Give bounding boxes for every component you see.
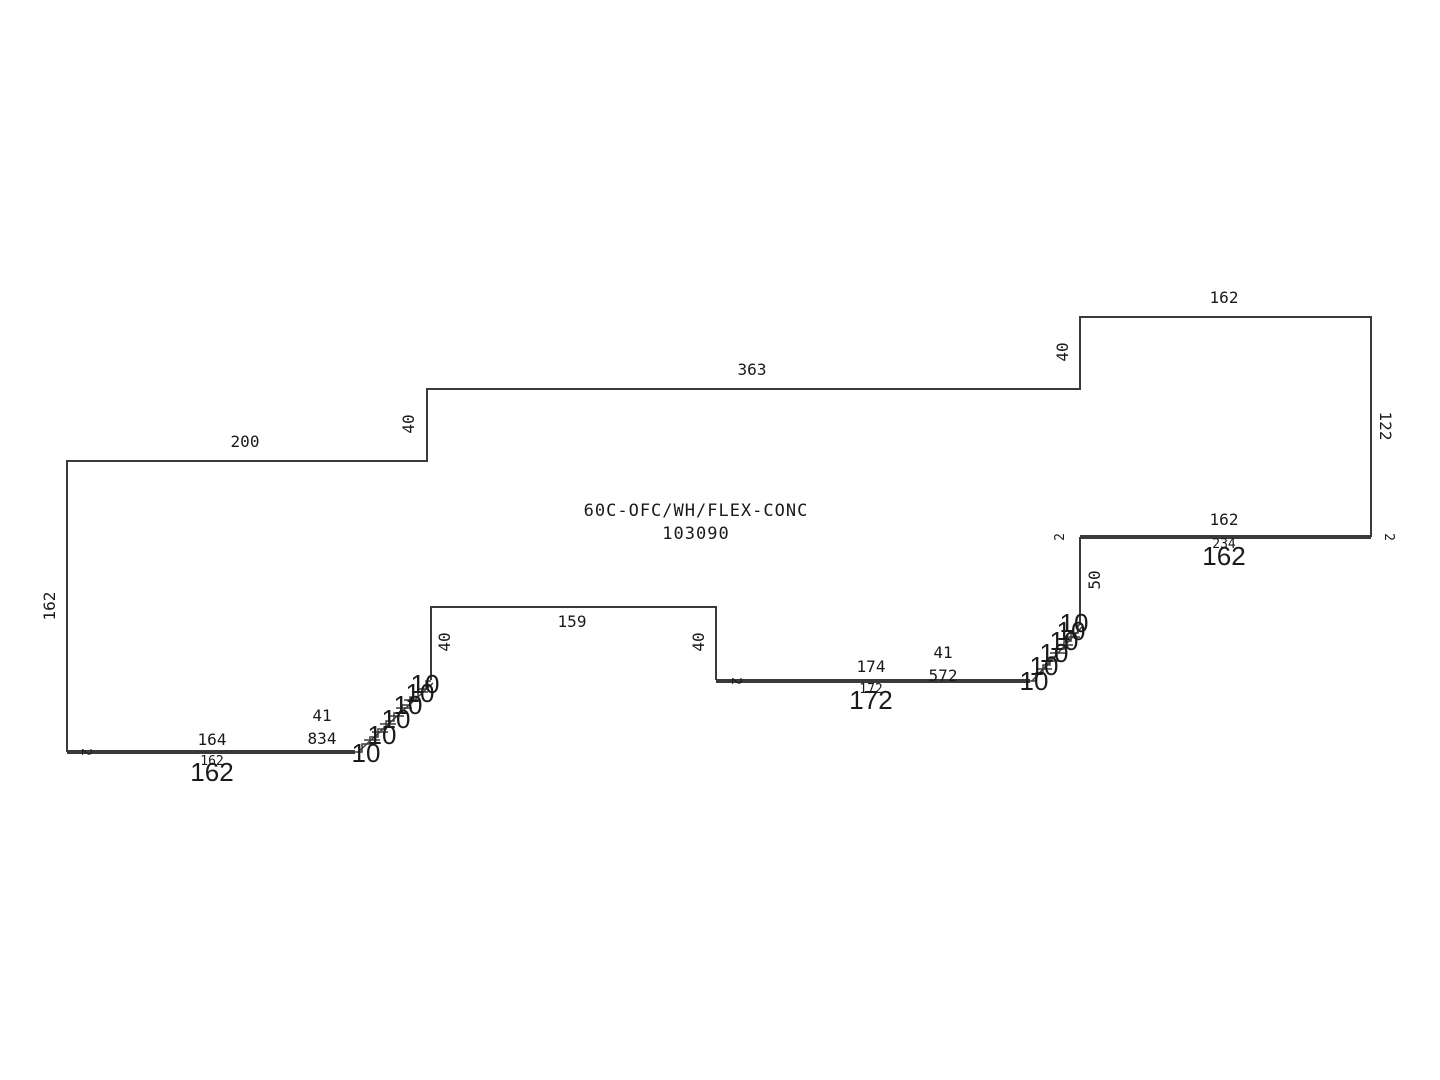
building-outline xyxy=(66,316,1372,752)
dim-stair-label: 10 xyxy=(406,678,435,708)
dim-top-left: 200 xyxy=(231,432,260,451)
dim-left-bottom-overlap: 162 xyxy=(200,754,223,769)
dim-top-middle: 363 xyxy=(738,360,767,379)
dim-top-right: 162 xyxy=(1210,288,1239,307)
dim-mid-bottom-overlap: 172 xyxy=(859,682,882,697)
dim-stair-label: 10 xyxy=(1060,608,1089,638)
dim-step-right: 40 xyxy=(1053,342,1072,361)
dim-notch-left: 40 xyxy=(435,632,454,651)
dim-left-side-length: 834 xyxy=(308,729,337,748)
dim-mid-side-length: 572 xyxy=(929,666,958,685)
left-staircase xyxy=(355,680,434,753)
dim-stair-label: 10 xyxy=(1020,666,1049,696)
dim-right-wall: 122 xyxy=(1376,412,1395,441)
dim-right-tick-left: 2 xyxy=(1053,533,1068,541)
dim-right-ledge-overlap: 234 xyxy=(1212,537,1236,552)
area-size-label: 103090 xyxy=(662,524,729,544)
dim-mid-tick: 2 xyxy=(728,677,743,685)
right-staircase xyxy=(1030,624,1083,682)
dim-mid-side: 41 xyxy=(933,643,952,662)
notch-outline xyxy=(430,606,717,680)
dim-mid-bottom-big: 172 xyxy=(849,685,892,715)
dim-left-wall: 162 xyxy=(40,592,59,621)
area-code-label: 60C-OFC/WH/FLEX-CONC xyxy=(584,501,809,521)
dim-stair-label: 10 xyxy=(1040,638,1069,668)
dim-stair-label: 10 xyxy=(1030,651,1059,681)
dim-step-left: 40 xyxy=(399,414,418,433)
dim-stair-label: 10 xyxy=(352,738,381,768)
dim-stair-label: 10 xyxy=(382,704,411,734)
dim-right-ledge-top: 162 xyxy=(1210,510,1239,529)
dim-left-bottom: 164 xyxy=(198,730,227,749)
dim-left-tick: 2 xyxy=(78,748,93,756)
dim-right-tick-right: 2 xyxy=(1381,533,1396,541)
dim-stair-label: 10 xyxy=(1050,626,1079,656)
dim-notch-right: 40 xyxy=(689,632,708,651)
dim-right-drop: 50 xyxy=(1085,570,1104,589)
dim-stair-label: 10 xyxy=(394,690,423,720)
dim-left-side: 41 xyxy=(312,706,331,725)
dim-stair-label: 10 xyxy=(411,669,440,699)
dim-notch-top: 159 xyxy=(558,612,587,631)
dim-right-ledge-bottom: 162 xyxy=(1202,541,1245,571)
dim-mid-bottom: 174 xyxy=(857,657,886,676)
dim-left-bottom-big: 162 xyxy=(190,757,233,787)
dim-stair-label: 10 xyxy=(368,720,397,750)
dim-stair-label: 10 xyxy=(1057,616,1086,646)
